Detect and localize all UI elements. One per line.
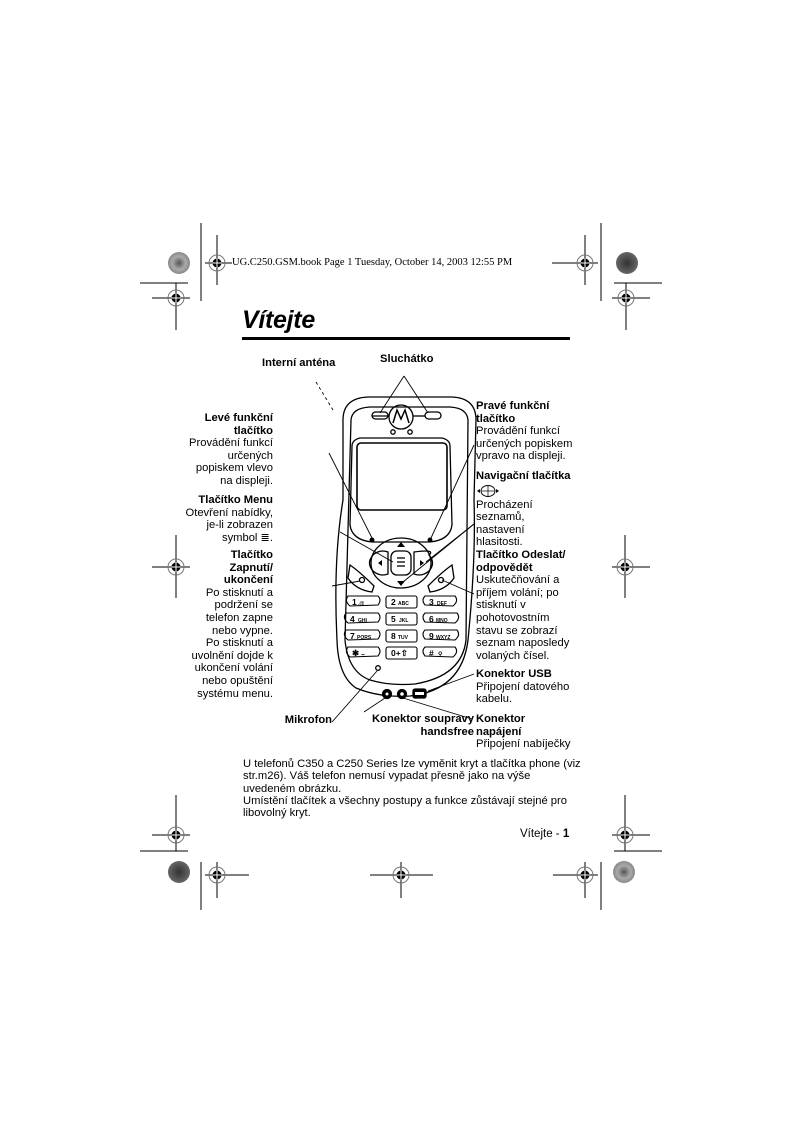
callout-send-key: Tlačítko Odeslat/ odpovědět Uskutečňován… [476, 549, 570, 662]
title-rule [242, 337, 570, 340]
svg-text:4: 4 [350, 614, 355, 624]
svg-text:9: 9 [429, 631, 434, 641]
svg-text:6: 6 [429, 614, 434, 624]
svg-text:MNO: MNO [436, 618, 448, 624]
svg-text:2: 2 [391, 597, 396, 607]
svg-text:⌣: ⌣ [361, 652, 365, 658]
svg-text:8: 8 [391, 631, 396, 641]
footer-label: Vítejte - [520, 828, 563, 840]
callout-microphone: Mikrofon [284, 714, 332, 726]
callout-left-soft-key: Levé funkční tlačítko Provádění funkcí u… [189, 412, 273, 487]
svg-text:.@: .@ [358, 601, 364, 607]
svg-text:0+⇧: 0+⇧ [391, 648, 408, 658]
callout-internal-antenna: Interní anténa [262, 357, 336, 369]
svg-text:ABC: ABC [398, 601, 409, 607]
svg-text:3: 3 [429, 597, 434, 607]
callout-menu-key: Tlačítko Menu Otevření nabídky, je-li zo… [185, 494, 273, 544]
svg-text:PQRS: PQRS [357, 635, 372, 641]
svg-text:1: 1 [352, 597, 357, 607]
color-target-icon [168, 861, 190, 883]
callout-navigation-keys: Navigační tlačítka Procházení seznamů, n… [476, 470, 571, 549]
svg-text:GHI: GHI [358, 618, 368, 624]
svg-text:5: 5 [391, 614, 396, 624]
svg-text:DEF: DEF [437, 601, 447, 607]
print-header: UG.C250.GSM.book Page 1 Tuesday, October… [232, 257, 513, 268]
callout-usb-connector: Konektor USB Připojení datového kabelu. [476, 668, 570, 706]
color-target-icon [613, 861, 635, 883]
page-title: Vítejte [242, 306, 315, 334]
callout-earpiece: Sluchátko [380, 353, 434, 365]
svg-text:JKL: JKL [399, 618, 408, 624]
body-paragraph-1: U telefonů C350 a C250 Series lze vyměni… [243, 758, 581, 795]
callout-right-soft-key: Pravé funkční tlačítko Provádění funkcí … [476, 400, 573, 463]
svg-text:✱: ✱ [352, 648, 360, 658]
svg-text:WXYZ: WXYZ [436, 635, 450, 641]
svg-text:7: 7 [350, 631, 355, 641]
color-target-icon [616, 252, 638, 274]
svg-text:⚲: ⚲ [438, 651, 442, 658]
color-target-icon [168, 252, 190, 274]
motorola-logo-icon [388, 404, 414, 430]
callout-power-connector: Konektor napájení Připojení nabíječky [476, 713, 571, 751]
svg-text:TUV: TUV [398, 635, 409, 641]
svg-text:#: # [429, 648, 434, 658]
navigation-key-icon [477, 484, 499, 497]
page-number: 1 [562, 828, 570, 840]
callout-power-key: Tlačítko Zapnutí/ ukončení Po stisknutí … [191, 549, 273, 700]
callout-headset-connector: Konektor soupravy handsfree [372, 713, 474, 738]
body-paragraph-2: Umístění tlačítek a všechny postupy a fu… [243, 795, 567, 820]
page-footer: Vítejte - 1 [520, 828, 569, 840]
